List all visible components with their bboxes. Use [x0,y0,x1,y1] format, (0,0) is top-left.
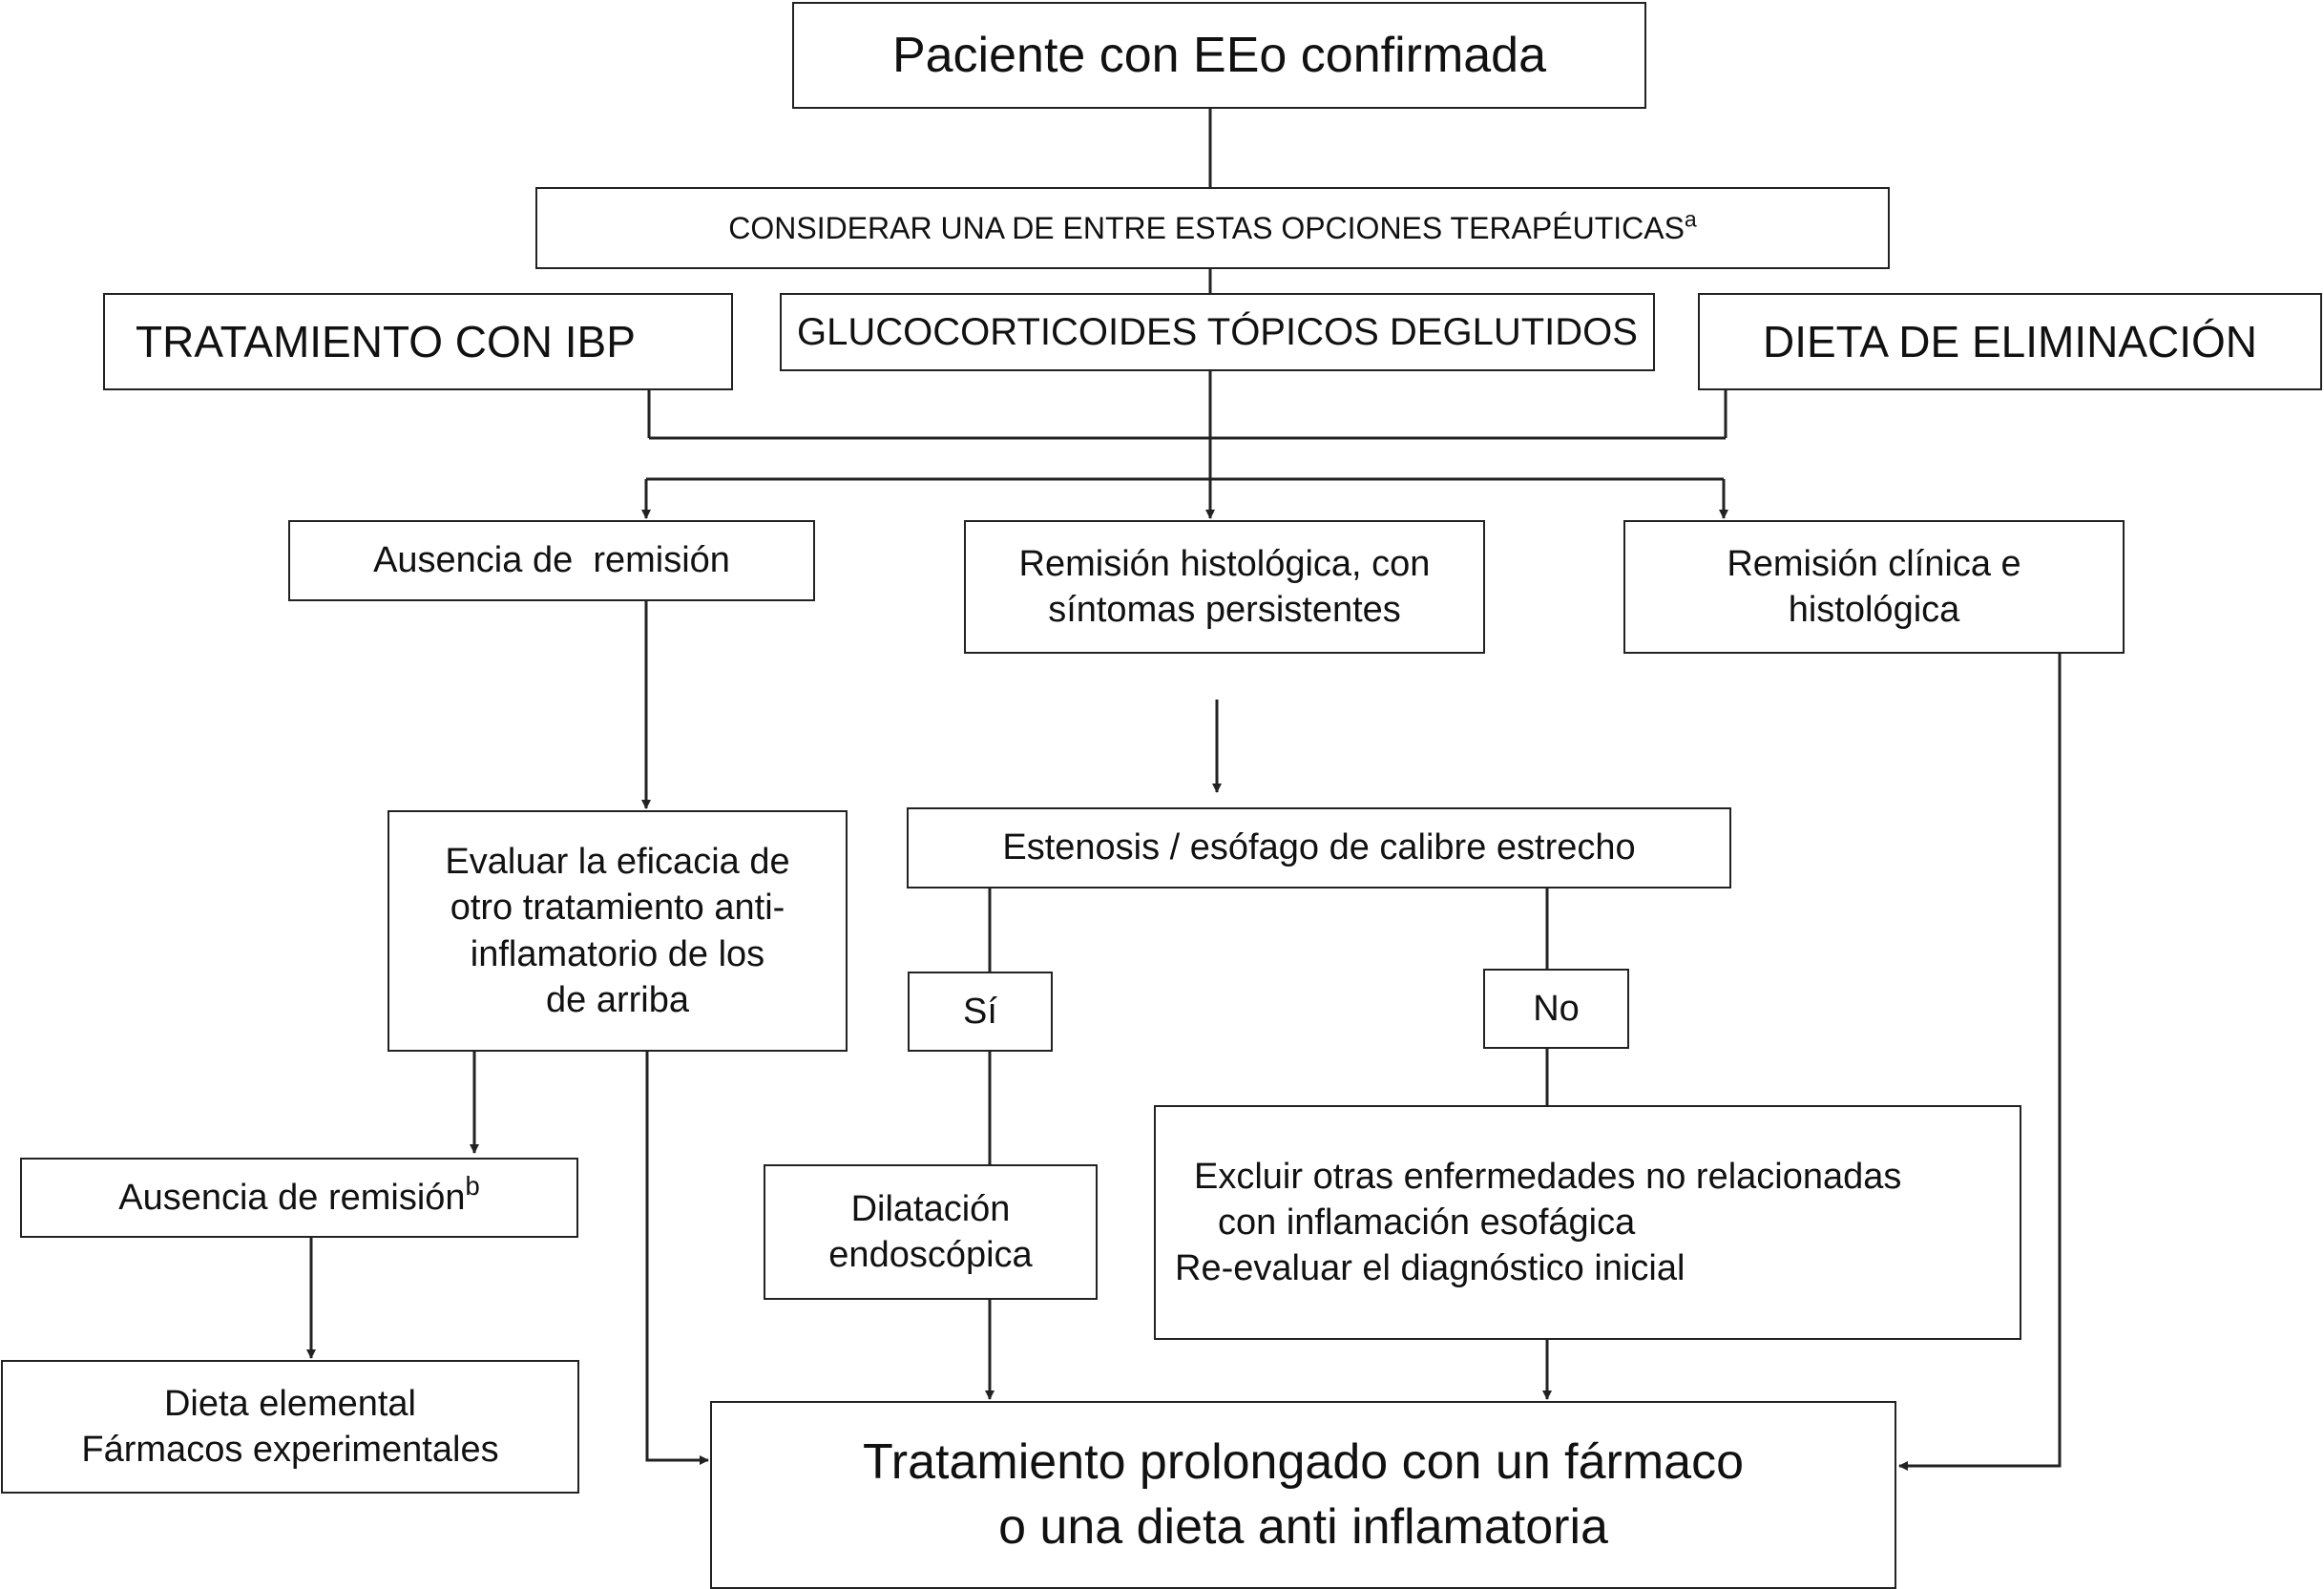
no-remission-b-text: Ausencia de remisiónb [118,1170,480,1218]
elimination-diet-text: DIETA DE ELIMINACIÓN [1762,316,2258,366]
long-term-line: o una dieta anti inflamatoria [998,1498,1608,1555]
elemental-line: Fármacos experimentales [81,1430,499,1470]
stenosis-text: Estenosis / esófago de calibre estrecho [1002,827,1636,868]
glucocorticoids-text: GLUCOCORTICOIDES TÓPICOS DEGLUTIDOS [797,310,1638,353]
evaluate-line: de arriba [546,979,689,1020]
dilation-line: Dilatación [850,1188,1011,1229]
yes-box: Sí [908,972,1053,1052]
consider-options-text: CONSIDERAR UNA DE ENTRE ESTAS OPCIONES T… [728,206,1697,245]
no-remission-b-box: Ausencia de remisiónb [20,1158,578,1238]
stenosis-box: Estenosis / esófago de calibre estrecho [907,807,1731,889]
glucocorticoids-box: GLUCOCORTICOIDES TÓPICOS DEGLUTIDOS [780,293,1655,371]
elemental-line: Dieta elemental [163,1383,417,1424]
evaluate-line: inflamatorio de los [470,933,765,974]
clinical-remission-line: Remisión clínica e [1727,543,2021,584]
long-term-treatment-box: Tratamiento prolongado con un fármaco o … [710,1401,1896,1589]
no-remission-box: Ausencia de remisión [288,520,815,601]
elimination-diet-box: DIETA DE ELIMINACIÓN [1698,293,2322,390]
exclude-line: con inflamación esofágica [1218,1202,1636,1243]
evaluate-other-treatment-box: Evaluar la eficacia de otro tratamiento … [387,810,848,1052]
exclude-other-diseases-box: Excluir otras enfermedades no relacionad… [1154,1105,2021,1340]
ibp-treatment-text: TRATAMIENTO CON IBP [136,316,636,366]
patient-box: Paciente con EEo confirmada [792,2,1646,109]
exclude-line: Re-evaluar el diagnóstico inicial [1175,1248,1685,1289]
histologic-remission-line: síntomas persistentes [1048,590,1401,630]
histologic-remission-box: Remisión histológica, con síntomas persi… [964,520,1485,654]
no-remission-text: Ausencia de remisión [373,540,730,581]
clinical-remission-line: histológica [1788,590,1960,630]
histologic-remission-line: Remisión histológica, con [1018,543,1431,584]
footnote-a: a [1684,206,1697,232]
clinical-remission-box: Remisión clínica e histológica [1623,520,2125,654]
evaluate-line: otro tratamiento anti- [450,888,785,929]
exclude-line: Excluir otras enfermedades no relacionad… [1194,1156,1902,1197]
dilation-line: endoscópica [828,1235,1033,1275]
clinical-to-longterm-arrow [1898,654,2062,1471]
endoscopic-dilation-box: Dilatación endoscópica [764,1164,1098,1300]
ibp-treatment-box: TRATAMIENTO CON IBP [103,293,733,390]
consider-options-box: CONSIDERAR UNA DE ENTRE ESTAS OPCIONES T… [535,187,1890,269]
eval-to-longterm-arrow [645,1052,709,1465]
footnote-b: b [465,1170,480,1201]
patient-text: Paciente con EEo confirmada [891,27,1547,83]
evaluate-line: Evaluar la eficacia de [445,842,790,882]
no-box: No [1483,969,1629,1049]
no-text: No [1533,988,1580,1029]
long-term-line: Tratamiento prolongado con un fármaco [862,1433,1745,1490]
yes-text: Sí [963,991,997,1032]
elemental-diet-box: Dieta elemental Fármacos experimentales [1,1360,579,1494]
